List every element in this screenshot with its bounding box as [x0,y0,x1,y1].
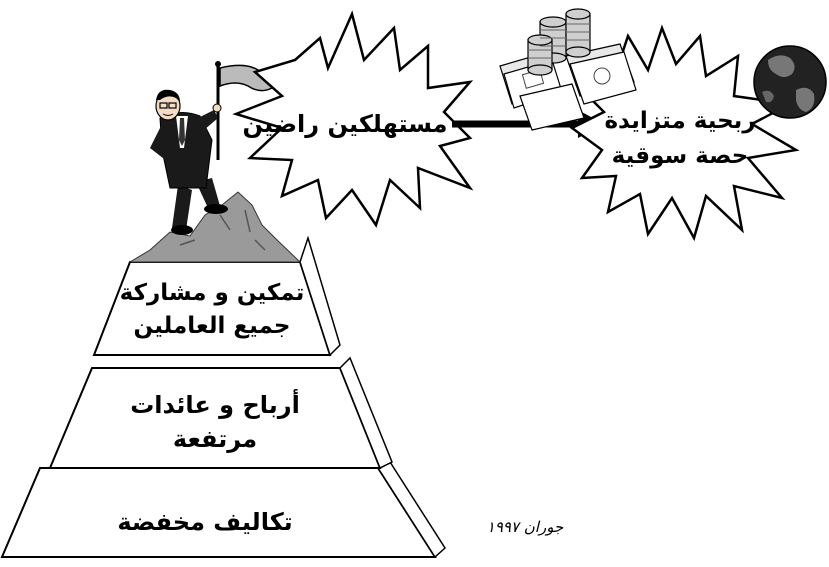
tier-middle-label-line2: مرتفعة [173,425,257,453]
burst-right-label-line1: ربحية متزايدة [604,108,755,134]
burst-right-label-line2: حصة سوقية [612,143,749,169]
tier-middle-label-line1: أرباح و عائدات [130,389,300,419]
author-credit: جوران ١٩٩٧ [487,518,564,536]
tier-top-label-line1: تمكين و مشاركة [120,280,305,306]
globe-icon [753,45,827,119]
burst-satisfied-customers: مستهلكين راضين [232,10,474,228]
pyramid-tier-middle: أرباح و عائدات مرتفعة [48,356,393,470]
pyramid-tier-bottom: تكاليف مخفضة [0,461,446,559]
tier-bottom-label: تكاليف مخفضة [117,508,292,536]
burst-left-label: مستهلكين راضين [242,110,447,138]
money-stack-icon [499,8,637,131]
tier-top-label-line2: جميع العاملين [134,313,291,339]
businessman-flag-icon [150,61,280,235]
rock-summit [128,191,302,263]
